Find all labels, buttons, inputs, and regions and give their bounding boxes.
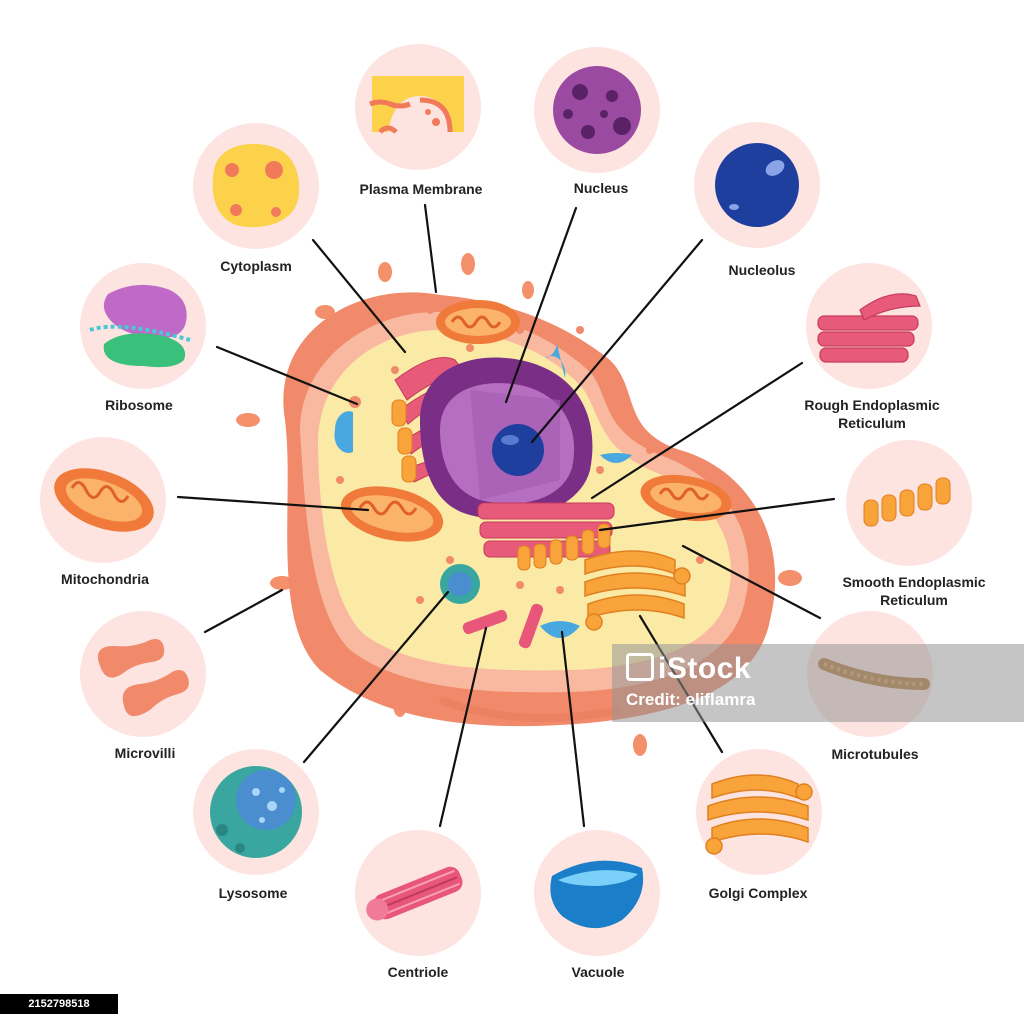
microtubules-label: Microtubules <box>831 746 918 762</box>
lysosome-node: Lysosome <box>193 749 319 901</box>
animal-cell <box>236 253 802 756</box>
vacuole-icon <box>550 860 644 929</box>
stock-watermark: iStock Credit: eliflamra <box>612 644 1024 722</box>
smooth-er-icon <box>863 477 951 527</box>
mitochondria-node: Mitochondria <box>40 437 166 587</box>
rough-er-node: Rough Endoplasmic Reticulum <box>804 263 940 431</box>
smooth-er-node: Smooth Endoplasmic Reticulum <box>842 440 986 608</box>
plasma-membrane-icon <box>369 76 464 134</box>
cytoplasm-label: Cytoplasm <box>220 258 292 274</box>
smooth-er-label-line2: Reticulum <box>880 592 948 608</box>
nucleus-icon <box>553 66 641 154</box>
rough-er-icon <box>817 293 921 363</box>
ribosome-icon <box>89 284 191 368</box>
mitochondria-icon <box>54 468 154 532</box>
golgi-node: Golgi Complex <box>696 749 822 901</box>
microvilli-node: Microvilli <box>80 611 206 761</box>
microvilli-label: Microvilli <box>115 745 176 761</box>
microvilli-icon <box>97 639 189 717</box>
cytoplasm-icon <box>212 143 300 228</box>
istock-logo-icon <box>626 653 654 681</box>
watermark-brand: iStock <box>658 652 752 685</box>
golgi-icon <box>705 774 813 855</box>
plasma-membrane-label: Plasma Membrane <box>360 181 483 197</box>
plasma-membrane-node: Plasma Membrane <box>355 44 483 197</box>
lysosome-icon <box>210 766 302 858</box>
nucleolus-label: Nucleolus <box>729 262 796 278</box>
centriole-icon <box>366 866 463 921</box>
connector-lines <box>176 203 836 828</box>
lysosome-label: Lysosome <box>219 885 288 901</box>
ribosome-node: Ribosome <box>80 263 206 413</box>
nucleolus-node: Nucleolus <box>694 122 820 278</box>
nucleus-label: Nucleus <box>574 180 629 196</box>
ribosome-label: Ribosome <box>105 397 173 413</box>
centriole-label: Centriole <box>388 964 449 980</box>
centriole-node: Centriole <box>355 830 481 980</box>
vacuole-label: Vacuole <box>572 964 625 980</box>
watermark-credit: Credit: eliflamra <box>626 690 756 709</box>
rough-er-label-line1: Rough Endoplasmic <box>804 397 940 413</box>
vacuole-node: Vacuole <box>534 830 660 980</box>
mitochondria-label: Mitochondria <box>61 571 149 587</box>
golgi-label: Golgi Complex <box>709 885 808 901</box>
smooth-er-label-line1: Smooth Endoplasmic <box>842 574 985 590</box>
cytoplasm-node: Cytoplasm <box>193 123 319 274</box>
rough-er-label-line2: Reticulum <box>838 415 906 431</box>
nucleolus-icon <box>715 143 799 227</box>
nucleus-node: Nucleus <box>534 47 660 196</box>
image-id-badge: 2152798518 <box>0 994 118 1014</box>
